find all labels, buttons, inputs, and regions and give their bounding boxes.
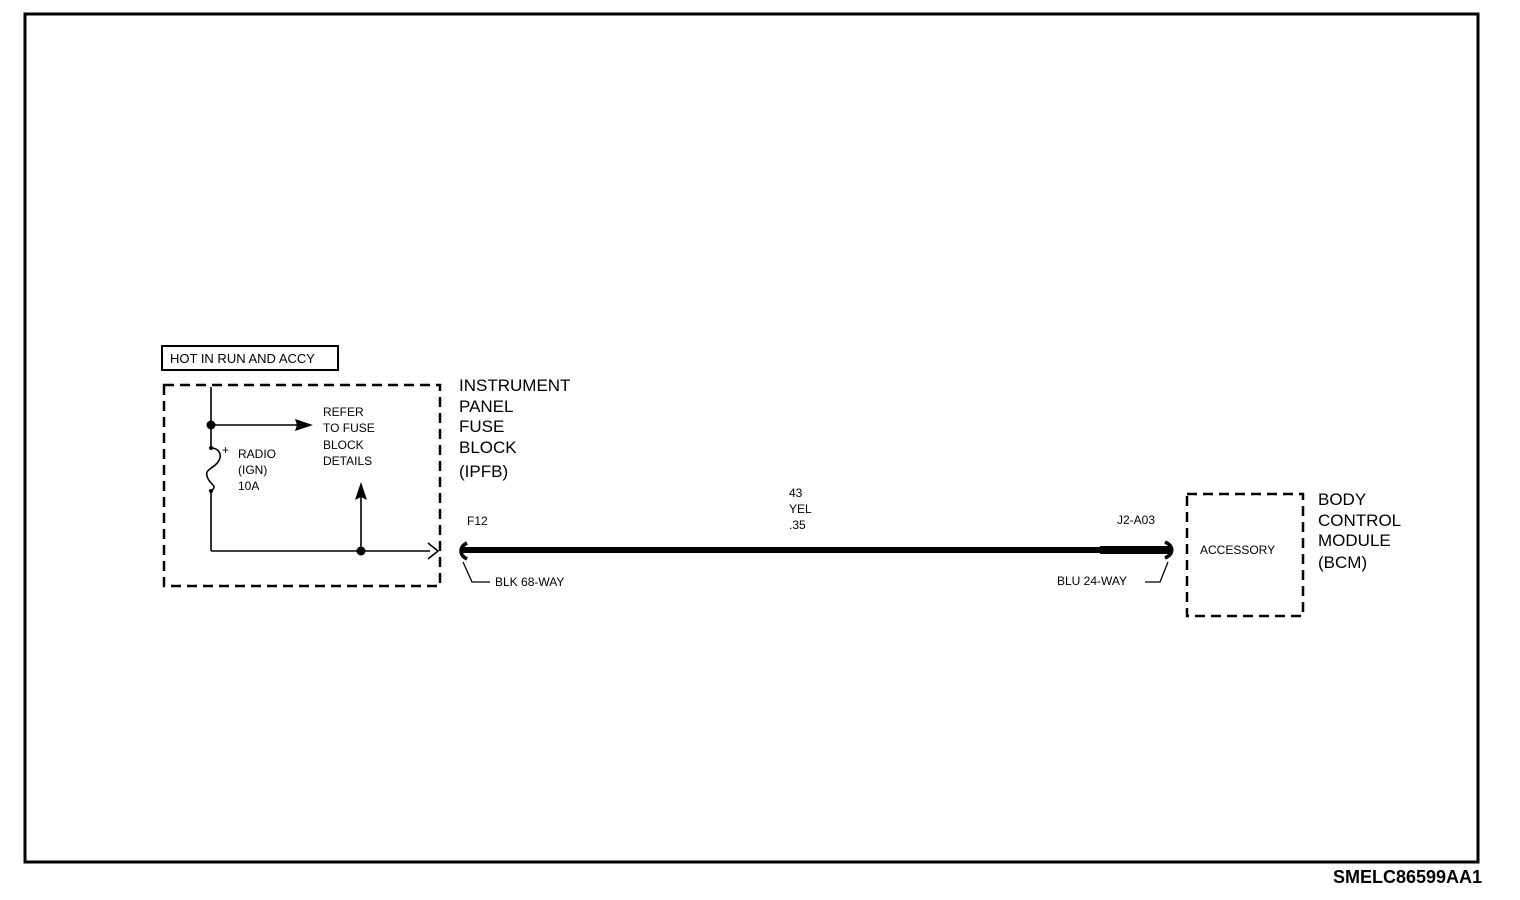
refer-note-line1: REFER (323, 405, 364, 419)
ipfb-name-line1: INSTRUMENT (459, 376, 570, 395)
wire-color: YEL (789, 502, 812, 516)
refer-note-line2: TO FUSE (323, 421, 375, 435)
wire-circuit: F12 43 YEL .35 J2-A03 BLK 68-WAY BLU 24-… (459, 486, 1174, 589)
bcm-terminal-label: J2-A03 (1117, 513, 1155, 527)
wire-circuit-number: 43 (789, 486, 803, 500)
fuse-rating: 10A (238, 479, 259, 493)
fuse-type: (IGN) (238, 463, 267, 477)
ipfb-name-line5: (IPFB) (459, 462, 508, 481)
splice-dot-bottom (356, 546, 366, 556)
ipfb-name-line2: PANEL (459, 397, 514, 416)
wire-gauge: .35 (789, 518, 806, 532)
fuse-terminal-bottom (209, 489, 213, 493)
diagram-frame (23, 12, 1480, 864)
refer-note-line4: DETAILS (323, 454, 372, 468)
drawing-id: SMELC86599AA1 (1333, 867, 1482, 887)
bcm-dashed-outline (1185, 492, 1305, 618)
connector-chevron-icon (427, 542, 440, 560)
left-connector-leader (462, 561, 490, 583)
fuse-polarity-mark: + (222, 443, 229, 457)
ipfb-component: + RADIO (IGN) 10A REFER TO FUSE BLOCK DE… (162, 383, 442, 588)
ipfb-internal-circuit (205, 387, 430, 552)
bcm-component: ACCESSORY (1185, 492, 1305, 618)
ipfb-terminal-label: F12 (467, 514, 488, 528)
ipfb-name-line3: FUSE (459, 417, 504, 436)
ipfb-dashed-outline (162, 383, 442, 588)
ipfb-name: INSTRUMENT PANEL FUSE BLOCK (IPFB) (459, 376, 570, 481)
right-connector-leader (1145, 561, 1169, 583)
arrow-right-icon (295, 419, 313, 431)
bcm-name: BODY CONTROL MODULE (BCM) (1318, 490, 1401, 572)
ipfb-connector-label: BLK 68-WAY (495, 575, 564, 589)
bcm-name-line1: BODY (1318, 490, 1366, 509)
fuse-name: RADIO (238, 447, 276, 461)
bcm-name-line3: MODULE (1318, 531, 1391, 550)
splice-dot-top (206, 420, 216, 430)
fuse-terminal-top (209, 446, 213, 450)
right-connector-terminal (1164, 540, 1174, 560)
refer-note-line3: BLOCK (323, 438, 364, 452)
ipfb-name-line4: BLOCK (459, 438, 517, 457)
bcm-name-line4: (BCM) (1318, 553, 1367, 572)
bcm-name-line2: CONTROL (1318, 511, 1401, 530)
left-connector-terminal (459, 541, 468, 561)
bcm-input-label: ACCESSORY (1200, 543, 1275, 557)
arrow-up-icon (355, 482, 367, 500)
bcm-connector-label: BLU 24-WAY (1057, 574, 1127, 588)
power-label: HOT IN RUN AND ACCY (161, 345, 339, 371)
power-label-text: HOT IN RUN AND ACCY (170, 351, 315, 366)
